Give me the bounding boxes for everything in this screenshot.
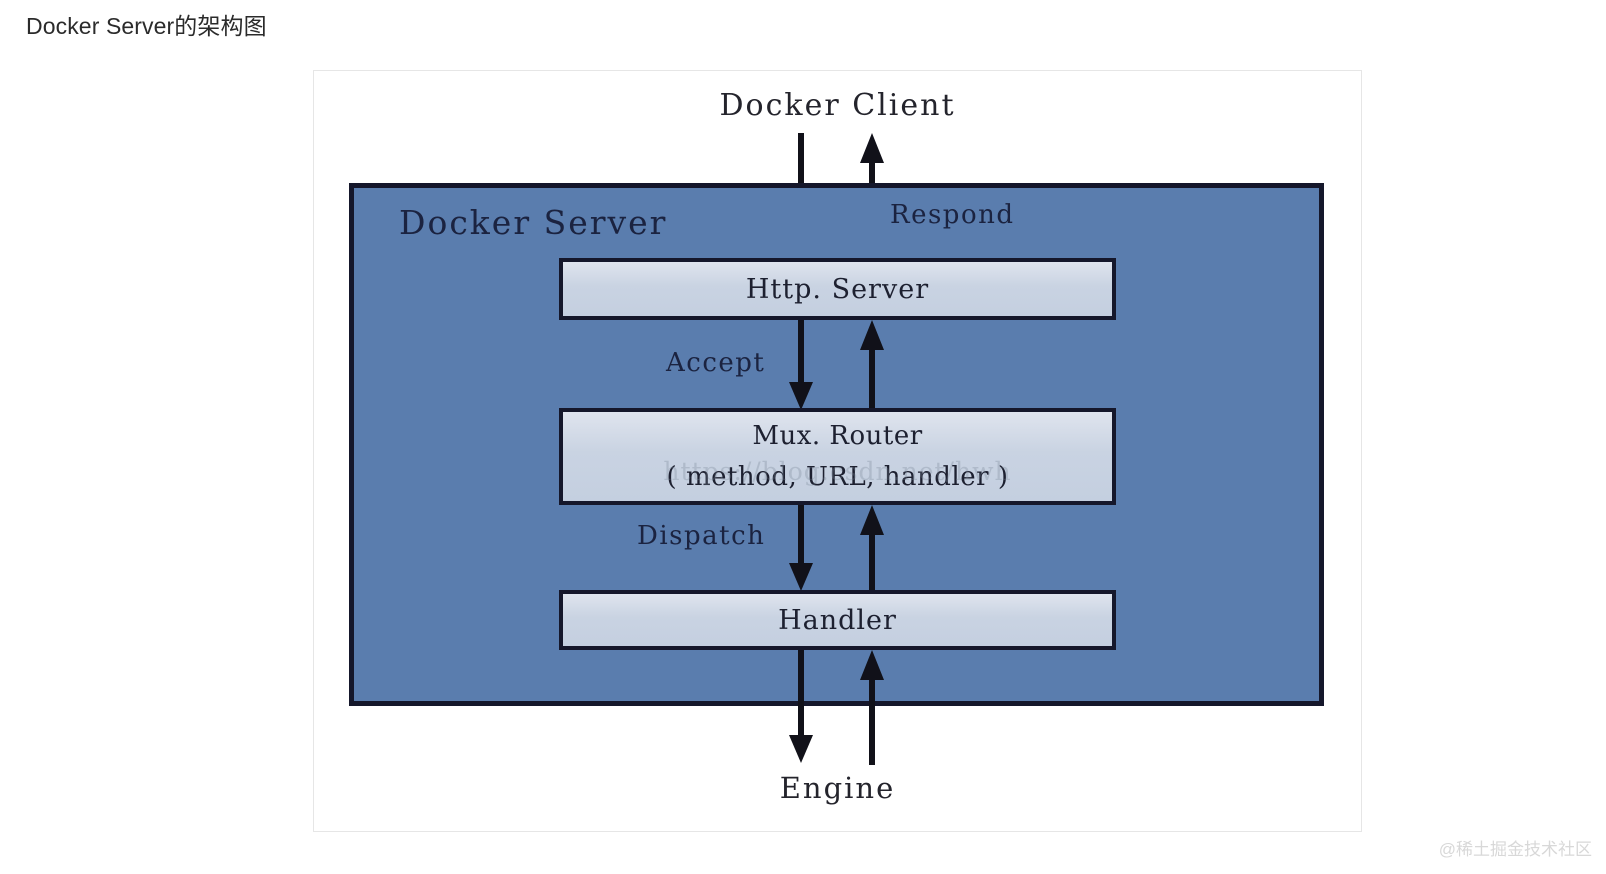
page-title: Docker Server的架构图: [26, 13, 267, 39]
diagram-figure-frame: Docker Client Docker Server Respond Http…: [313, 70, 1362, 832]
site-watermark: @稀土掘金技术社区: [1438, 840, 1592, 859]
node-label-engine: Engine: [779, 771, 896, 805]
block-mux-router: Mux. Router ( method, URL, handler ): [559, 408, 1116, 505]
node-label-docker-client: Docker Client: [719, 88, 956, 123]
edge-label-accept: Accept: [666, 348, 766, 378]
edge-label-dispatch: Dispatch: [637, 521, 766, 551]
block-http-server: Http. Server: [559, 258, 1116, 320]
edge-label-respond: Respond: [890, 200, 1015, 230]
block-handler-label: Handler: [778, 604, 897, 636]
block-mux-router-label: Mux. Router: [752, 421, 923, 452]
diagram-canvas: Docker Client Docker Server Respond Http…: [314, 71, 1361, 831]
block-http-server-label: Http. Server: [745, 273, 930, 305]
docker-server-label: Docker Server: [399, 203, 668, 242]
block-handler: Handler: [559, 590, 1116, 650]
block-mux-router-sublabel: ( method, URL, handler ): [666, 461, 1009, 492]
